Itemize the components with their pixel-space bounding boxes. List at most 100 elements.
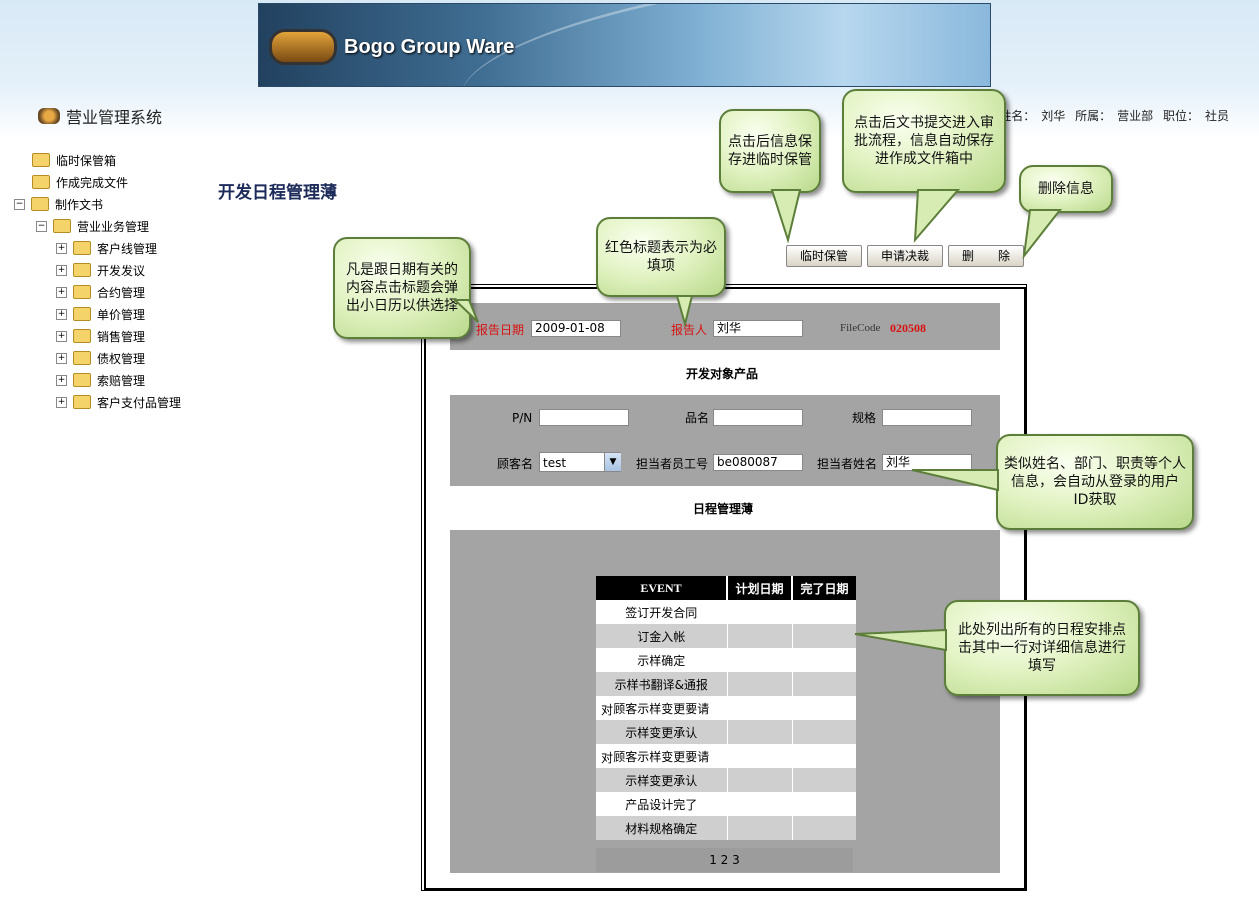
- event-cell[interactable]: 对顾客示样变更要请: [596, 744, 727, 768]
- planned-date-cell[interactable]: [726, 648, 792, 672]
- customer-select[interactable]: test: [539, 452, 621, 472]
- expand-icon[interactable]: +: [56, 352, 67, 364]
- apply-approval-button[interactable]: 申请决裁: [867, 245, 943, 267]
- tree-item-label: 债权管理: [97, 351, 146, 366]
- folder-icon: [32, 153, 50, 167]
- event-cell[interactable]: 示样书翻译&通报: [596, 672, 727, 696]
- planned-date-cell[interactable]: [726, 744, 792, 768]
- complete-date-cell[interactable]: [791, 624, 856, 648]
- callout-pointer: [913, 189, 961, 243]
- expand-icon[interactable]: +: [56, 286, 67, 298]
- tree-item-label: 开发发议: [97, 263, 146, 278]
- event-cell[interactable]: 材料规格确定: [596, 816, 727, 840]
- folder-icon: [73, 329, 91, 343]
- chevron-down-icon[interactable]: ▼: [604, 453, 621, 471]
- expand-icon[interactable]: +: [56, 396, 67, 408]
- table-row[interactable]: 示样变更承认: [596, 768, 856, 792]
- planned-date-cell[interactable]: [726, 624, 792, 648]
- item-name-field[interactable]: [713, 409, 803, 426]
- event-label: 材料规格确定: [625, 821, 698, 836]
- planned-date-cell[interactable]: [726, 600, 792, 624]
- staff-name-field[interactable]: 刘华: [882, 454, 972, 471]
- table-row[interactable]: 示样确定: [596, 648, 856, 672]
- event-cell[interactable]: 对顾客示样变更要请: [596, 696, 727, 720]
- complete-date-cell[interactable]: [791, 816, 856, 840]
- tree-item-temp-box[interactable]: 临时保管箱: [32, 152, 116, 168]
- user-info: 姓名：刘华 所属：营业部 职位：社员: [993, 107, 1229, 124]
- expand-icon[interactable]: +: [56, 330, 67, 342]
- expand-icon[interactable]: +: [56, 264, 67, 276]
- tree-item-sub[interactable]: + 开发发议: [56, 262, 145, 278]
- tree-item-sub[interactable]: + 单价管理: [56, 306, 145, 322]
- complete-date-cell[interactable]: [791, 720, 856, 744]
- tree-item-sub[interactable]: +销售管理: [56, 328, 145, 344]
- table-row[interactable]: 材料规格确定: [596, 816, 856, 840]
- expand-icon[interactable]: +: [56, 242, 67, 254]
- tree-item-done-files[interactable]: 作成完成文件: [32, 174, 128, 190]
- tree-item-label: 合约管理: [97, 285, 146, 300]
- table-row[interactable]: 订金入帐: [596, 624, 856, 648]
- planned-date-cell[interactable]: [726, 696, 792, 720]
- tree-item-sub[interactable]: +客户线管理: [56, 240, 157, 256]
- tree-item-business[interactable]: −营业业务管理: [36, 218, 149, 234]
- banner-title: Bogo Group Ware: [344, 36, 515, 58]
- event-cell[interactable]: 订金入帐: [596, 624, 727, 648]
- report-date-label[interactable]: 报告日期: [476, 323, 525, 337]
- user-name-label: 姓名：: [999, 109, 1036, 123]
- filecode-label: FileCode: [840, 322, 881, 334]
- tree-item-making[interactable]: −制作文书: [14, 196, 103, 212]
- spec-field[interactable]: [882, 409, 972, 426]
- event-cell[interactable]: 示样变更承认: [596, 720, 727, 744]
- event-cell[interactable]: 签订开发合同: [596, 600, 727, 624]
- filecode-value: 020508: [890, 321, 926, 335]
- complete-date-cell[interactable]: [791, 648, 856, 672]
- planned-date-cell[interactable]: [726, 792, 792, 816]
- planned-date-cell[interactable]: [726, 720, 792, 744]
- table-row[interactable]: 签订开发合同: [596, 600, 856, 624]
- table-row[interactable]: 对顾客示样变更要请: [596, 744, 856, 768]
- complete-date-cell[interactable]: [791, 672, 856, 696]
- planned-date-cell[interactable]: [726, 768, 792, 792]
- event-label: 顾客示样变更要请: [613, 749, 710, 764]
- complete-date-cell[interactable]: [791, 792, 856, 816]
- staff-id-field[interactable]: be080087: [713, 454, 803, 471]
- complete-date-cell[interactable]: [791, 768, 856, 792]
- event-cell[interactable]: 示样变更承认: [596, 768, 727, 792]
- collapse-icon[interactable]: −: [14, 198, 25, 210]
- pagination[interactable]: 1 2 3: [596, 848, 853, 872]
- table-row[interactable]: 对顾客示样变更要请: [596, 696, 856, 720]
- user-dept: 营业部: [1117, 109, 1154, 123]
- tree-item-sub[interactable]: +索赔管理: [56, 372, 145, 388]
- tree-item-sub[interactable]: + 合约管理: [56, 284, 145, 300]
- delete-button[interactable]: 删 除: [948, 245, 1024, 267]
- folder-icon: [73, 241, 91, 255]
- planned-date-cell[interactable]: [726, 816, 792, 840]
- reporter-field[interactable]: 刘华: [713, 320, 803, 337]
- tree-item-label: 单价管理: [97, 307, 146, 322]
- complete-date-cell[interactable]: [791, 600, 856, 624]
- expand-icon[interactable]: +: [56, 308, 67, 320]
- expand-icon[interactable]: +: [56, 374, 67, 386]
- planned-date-cell[interactable]: [726, 672, 792, 696]
- item-name-label: 品名: [685, 411, 710, 425]
- temp-save-button[interactable]: 临时保管: [786, 245, 862, 267]
- complete-date-cell[interactable]: [791, 696, 856, 720]
- table-row[interactable]: 示样变更承认: [596, 720, 856, 744]
- event-label: 示样变更承认: [625, 773, 698, 788]
- table-row[interactable]: 产品设计完了: [596, 792, 856, 816]
- tree-item-sub[interactable]: +客户支付品管理: [56, 394, 181, 410]
- spec-label: 规格: [852, 411, 877, 425]
- pn-label: P/N: [512, 411, 533, 425]
- goggles-logo-icon: [269, 29, 337, 65]
- collapse-icon[interactable]: −: [36, 220, 47, 232]
- report-date-field[interactable]: 2009-01-08: [531, 320, 621, 337]
- folder-icon: [73, 373, 91, 387]
- tree-item-sub[interactable]: + 债权管理: [56, 350, 145, 366]
- table-row[interactable]: 示样书翻译&通报: [596, 672, 856, 696]
- event-label: 示样变更承认: [625, 725, 698, 740]
- header-planned-date: 计划日期: [726, 576, 792, 600]
- event-cell[interactable]: 产品设计完了: [596, 792, 727, 816]
- complete-date-cell[interactable]: [791, 744, 856, 768]
- event-cell[interactable]: 示样确定: [596, 648, 727, 672]
- pn-field[interactable]: [539, 409, 629, 426]
